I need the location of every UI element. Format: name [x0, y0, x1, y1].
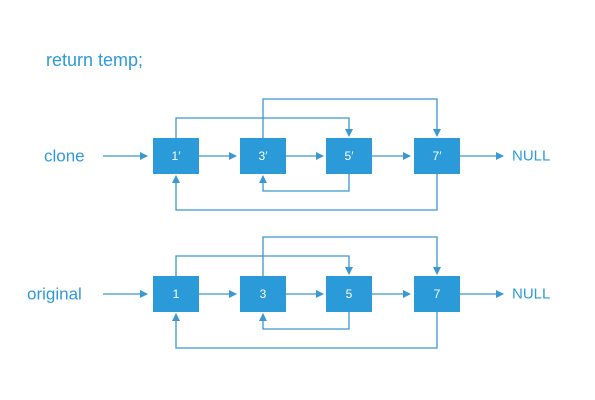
list-node: 1′: [153, 138, 199, 174]
list-node: 7′: [414, 138, 460, 174]
random-pointer-3-to-7: [262, 98, 441, 138]
null-terminal: NULL: [512, 286, 550, 303]
random-pointer-7-to-1: [172, 312, 438, 349]
list-node: 5′: [326, 138, 372, 174]
node-box: [414, 276, 460, 312]
list-node: 1: [153, 276, 199, 312]
node-value: 3′: [259, 149, 269, 163]
clone-list: clone 1′ 3′ 5′ 7′ NULL: [44, 98, 550, 211]
list-node: 3′: [240, 138, 286, 174]
node-box: [414, 138, 460, 174]
node-box: [240, 138, 286, 174]
list-label-original: original: [27, 285, 82, 304]
node-value: 1: [173, 287, 180, 301]
random-pointer-7-to-1: [172, 174, 438, 211]
node-value: 3: [260, 287, 267, 301]
null-terminal: NULL: [512, 148, 550, 165]
node-box: [153, 138, 199, 174]
random-pointer-5-to-3: [259, 312, 350, 330]
node-box: [153, 276, 199, 312]
node-value: 7′: [433, 149, 443, 163]
node-value: 5′: [345, 149, 355, 163]
list-node: 5: [326, 276, 372, 312]
list-label-clone: clone: [44, 147, 85, 166]
code-title: return temp;: [46, 50, 143, 70]
node-value: 1′: [172, 149, 182, 163]
node-box: [240, 276, 286, 312]
node-box: [326, 276, 372, 312]
node-value: 5: [346, 287, 353, 301]
list-node: 3: [240, 276, 286, 312]
node-box: [326, 138, 372, 174]
node-value: 7: [434, 287, 441, 301]
list-node: 7: [414, 276, 460, 312]
random-pointer-3-to-7: [262, 236, 441, 276]
original-list: original 1 3 5 7 NULL: [27, 236, 550, 349]
random-pointer-5-to-3: [259, 174, 350, 192]
